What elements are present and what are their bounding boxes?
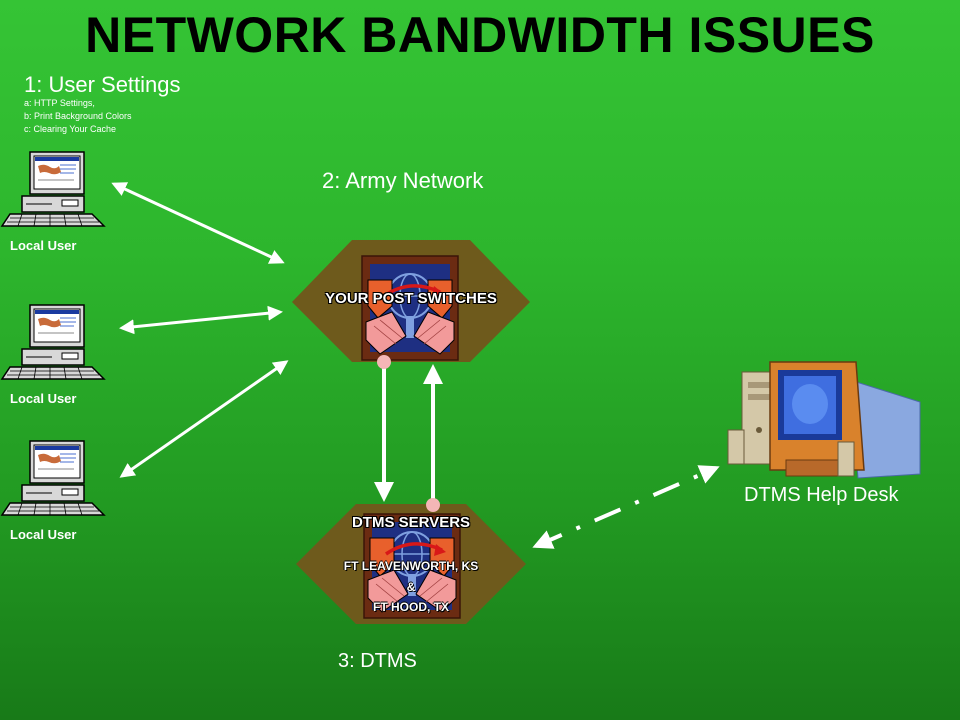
computer-icon bbox=[1, 304, 105, 380]
army-network-heading: 2: Army Network bbox=[322, 168, 484, 193]
connector-dot bbox=[377, 355, 391, 369]
dtms-servers-label: DTMS SERVERS bbox=[351, 514, 471, 531]
server-location-1: FT LEAVENWORTH, KS bbox=[343, 559, 479, 573]
help-desk-link-arrow bbox=[532, 465, 720, 549]
post-switches-label: YOUR POST SWITCHES bbox=[325, 290, 497, 307]
connector-dot bbox=[426, 498, 440, 512]
user1-link-arrow bbox=[111, 182, 285, 264]
network-switch-icon bbox=[360, 254, 460, 362]
user-settings-item-print: b: Print Background Colors bbox=[24, 111, 132, 121]
local-user-label-1: Local User bbox=[10, 238, 77, 253]
user-settings-item-cache: c: Clearing Your Cache bbox=[24, 124, 117, 134]
user-settings-heading: 1: User Settings bbox=[24, 72, 181, 97]
user-settings-item-http: a: HTTP Settings, bbox=[24, 98, 95, 108]
dtms-heading: 3: DTMS bbox=[338, 650, 417, 672]
server-location-2: FT HOOD, TX bbox=[373, 600, 449, 614]
computer-icon bbox=[1, 440, 105, 516]
user3-link-arrow bbox=[119, 360, 289, 478]
server-location-separator: & bbox=[406, 580, 416, 594]
local-user-label-2: Local User bbox=[10, 391, 77, 406]
page-title: NETWORK BANDWIDTH ISSUES bbox=[85, 7, 875, 63]
help-desk-label: DTMS Help Desk bbox=[744, 484, 899, 506]
help-desk-computer-icon bbox=[727, 361, 921, 479]
user2-link-arrow bbox=[119, 305, 283, 335]
computer-icon bbox=[1, 151, 105, 227]
local-user-label-3: Local User bbox=[10, 527, 77, 542]
